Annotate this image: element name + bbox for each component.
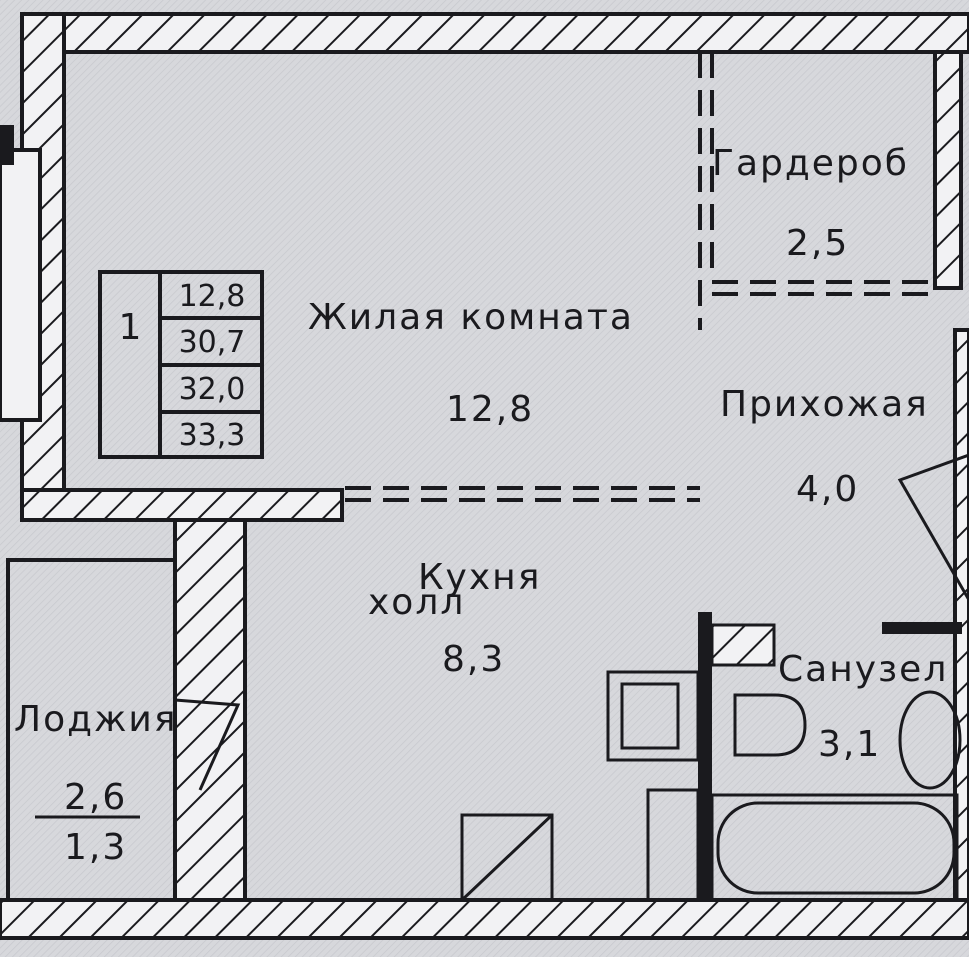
wardrobe-area: 2,5 [786, 223, 850, 264]
summary-table [98, 270, 264, 459]
toilet-icon [733, 693, 807, 757]
kitchen-area: 8,3 [442, 639, 506, 680]
hallway-area: 4,0 [796, 469, 860, 510]
washbasin-icon [898, 690, 962, 790]
summary-value: 12,8 [178, 279, 246, 314]
rooms-count: 1 [118, 307, 142, 348]
summary-value: 33,3 [178, 418, 246, 453]
summary-value: 30,7 [178, 325, 246, 360]
kitchen-sublabel: холл [368, 582, 466, 623]
wall-right-wardrobe [933, 50, 963, 290]
wall-top [20, 12, 969, 54]
kitchen-equipment-icon [460, 813, 554, 902]
bathroom-area: 3,1 [818, 724, 882, 765]
living-room-label: Жилая комната [308, 297, 634, 338]
hallway-label: Прихожая [720, 384, 929, 425]
bathtub-icon [716, 801, 956, 895]
bathroom-label: Санузел [778, 649, 949, 690]
summary-value: 32,0 [178, 372, 246, 407]
wall-bottom [0, 898, 969, 940]
loggia-label: Лоджия [14, 699, 178, 740]
kitchen-label: Кухня [418, 557, 542, 598]
loggia-area: 2,6 [64, 777, 128, 818]
loggia-area-reduced: 1,3 [64, 827, 128, 868]
sink-icon [606, 670, 700, 762]
living-room-area: 12,8 [446, 389, 535, 430]
wardrobe-label: Гардероб [712, 143, 909, 184]
wall-living-kitchen [20, 488, 344, 522]
